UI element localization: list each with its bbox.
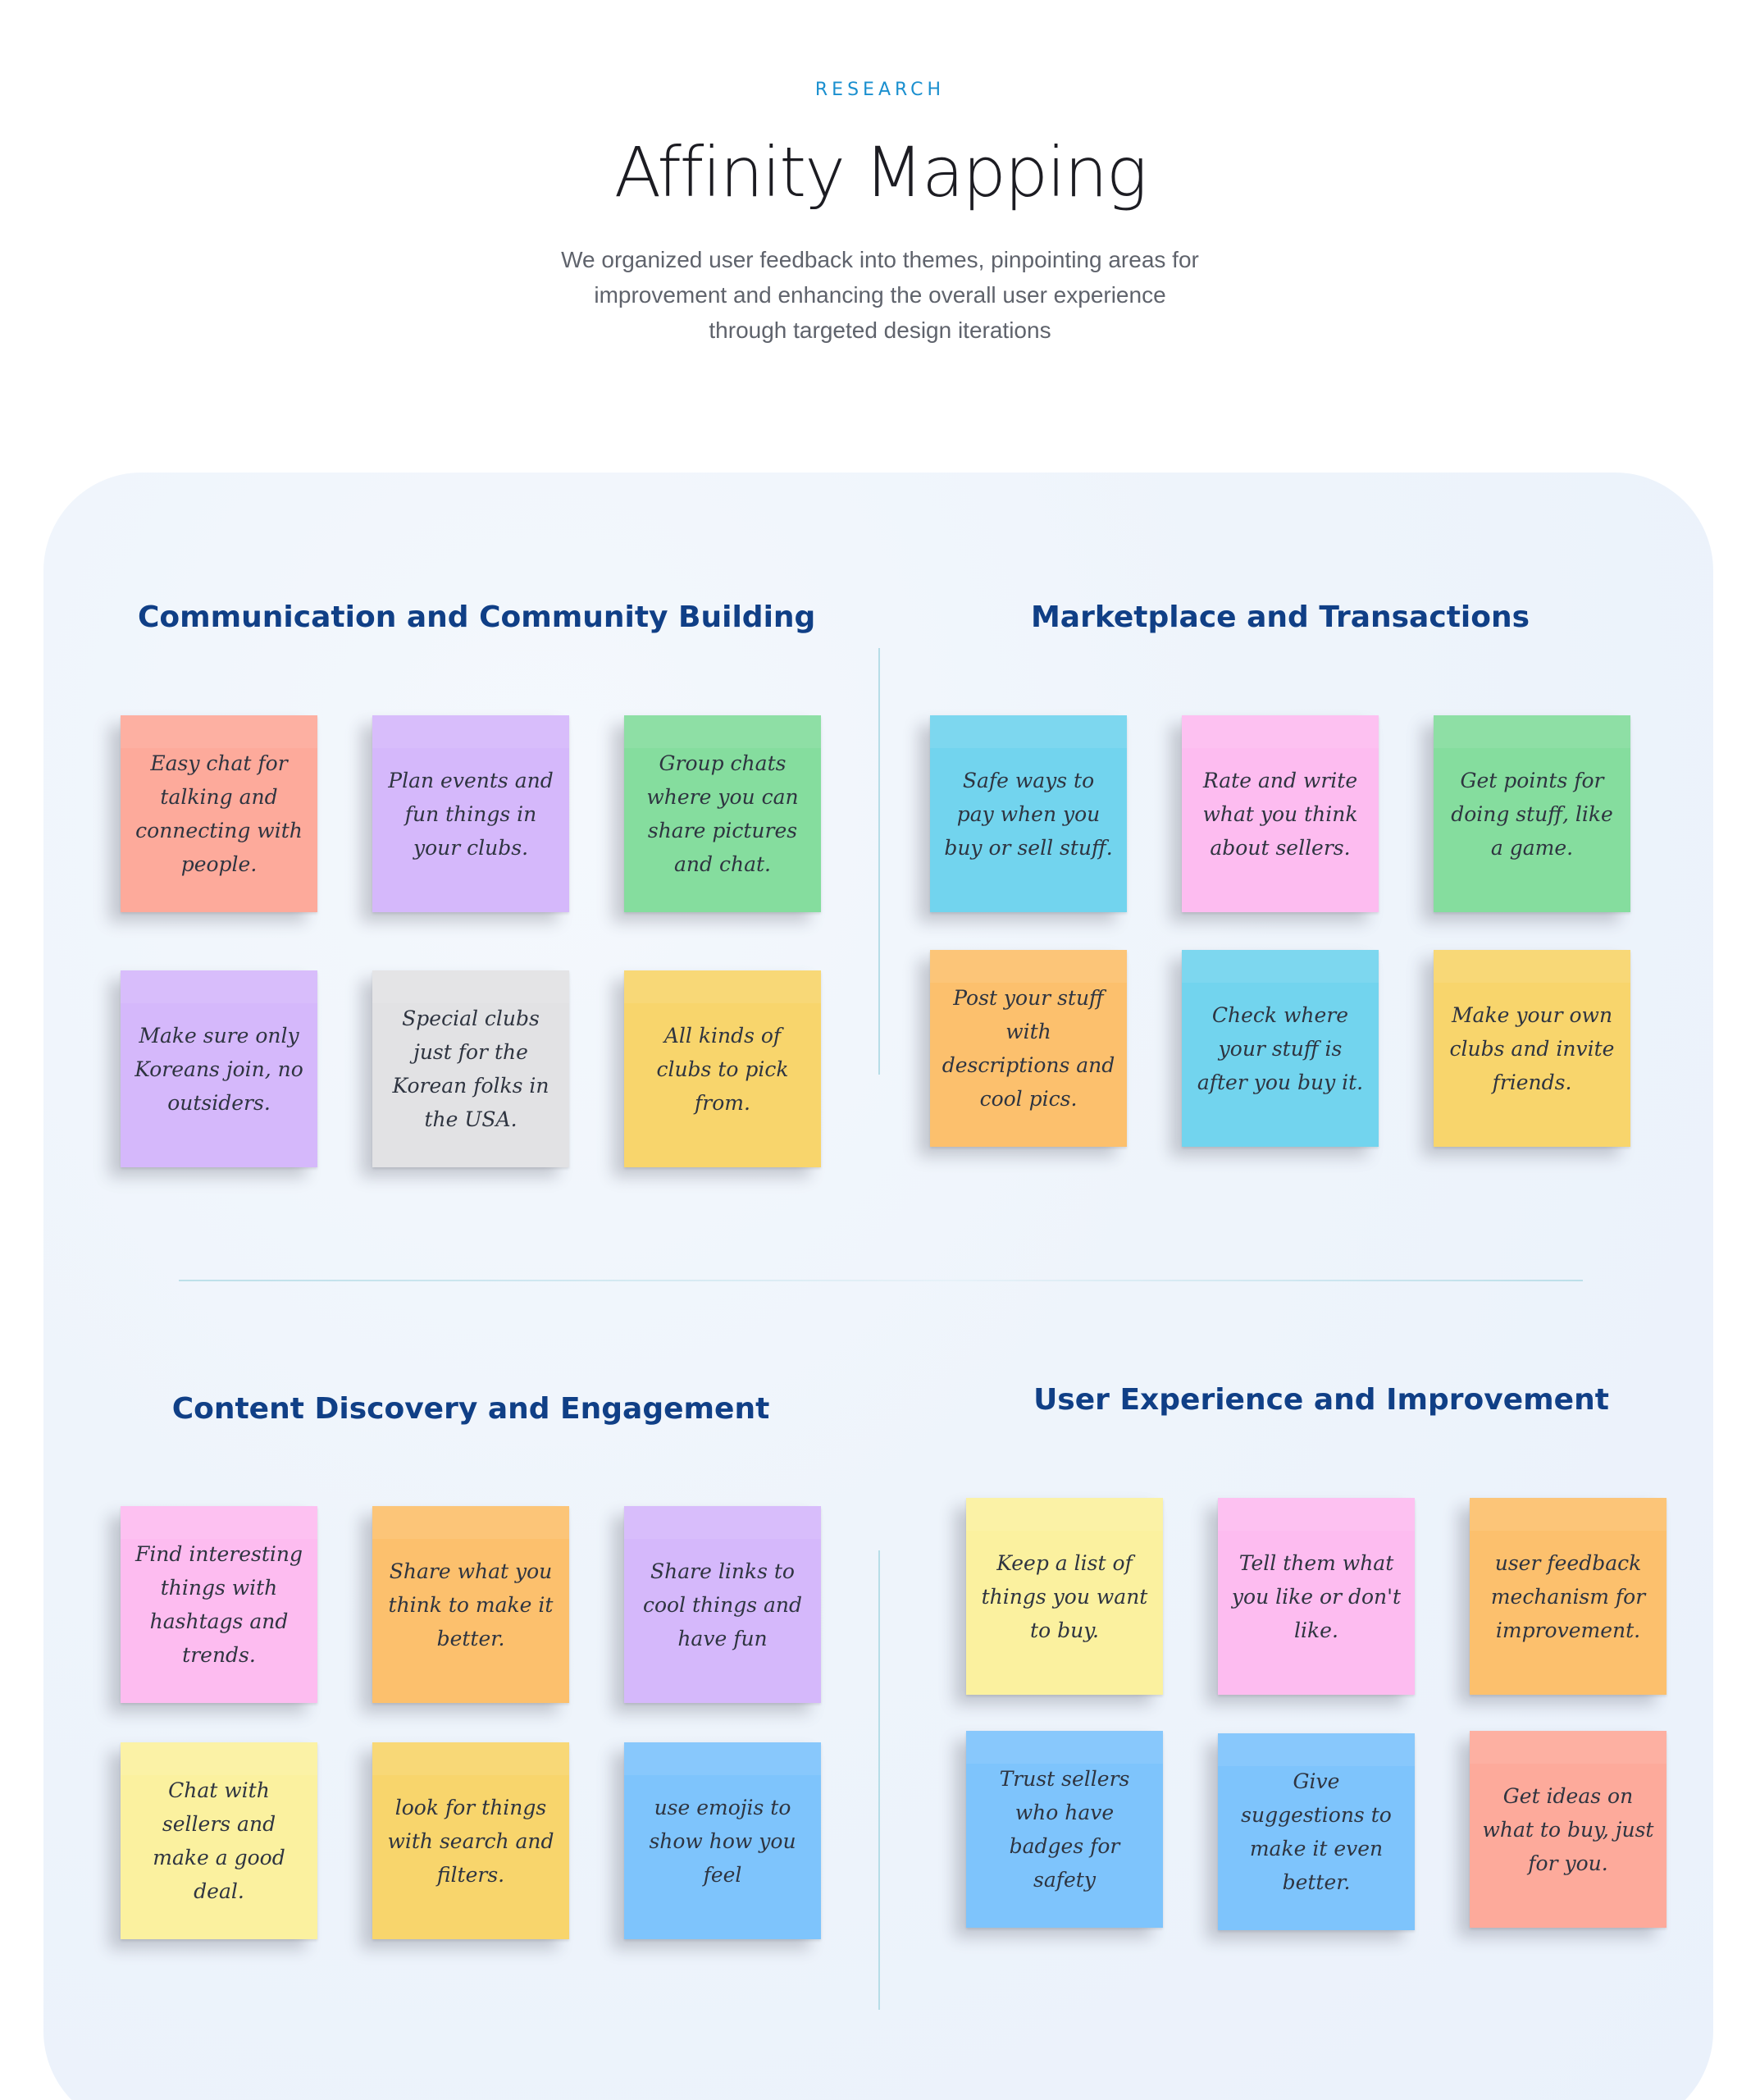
sticky-note-text: Plan events and fun things in your clubs… xyxy=(388,768,554,860)
sticky-note-text: look for things with search and filters. xyxy=(387,1795,554,1887)
sticky-note: Check where your stuff is after you buy … xyxy=(1182,950,1379,1147)
sticky-note-text: Trust sellers who have badges for safety xyxy=(999,1767,1130,1892)
sticky-note-text: Group chats where you can share pictures… xyxy=(646,751,799,876)
page-title: Affinity Mapping xyxy=(613,132,1147,212)
section-eyebrow: RESEARCH xyxy=(814,80,946,100)
sticky-note: Trust sellers who have badges for safety xyxy=(966,1731,1163,1928)
top-vertical-divider xyxy=(878,648,880,1075)
category-title-user-experience: User Experience and Improvement xyxy=(1033,1383,1609,1417)
sticky-note: Get ideas on what to buy, just for you. xyxy=(1470,1731,1667,1928)
sticky-note-text: Safe ways to pay when you buy or sell st… xyxy=(944,768,1113,860)
horizontal-divider xyxy=(179,1280,1583,1281)
sticky-note: Keep a list of things you want to buy. xyxy=(966,1498,1163,1695)
sticky-note-text: Get ideas on what to buy, just for you. xyxy=(1482,1783,1654,1875)
sticky-note-text: Share what you think to make it better. xyxy=(388,1559,554,1650)
sticky-note-text: Easy chat for talking and connecting wit… xyxy=(135,751,303,876)
bottom-vertical-divider xyxy=(878,1550,880,2010)
sticky-note: Chat with sellers and make a good deal. xyxy=(121,1742,317,1939)
category-title-content-discovery: Content Discovery and Engagement xyxy=(171,1392,770,1426)
sticky-note-text: Make your own clubs and invite friends. xyxy=(1449,1002,1615,1094)
sticky-note-text: All kinds of clubs to pick from. xyxy=(656,1023,789,1115)
category-title-communication: Communication and Community Building xyxy=(138,600,816,634)
sticky-note: Special clubs just for the Korean folks … xyxy=(372,970,569,1167)
sticky-note: Give suggestions to make it even better. xyxy=(1218,1733,1415,1930)
sticky-note-text: Keep a list of things you want to buy. xyxy=(981,1550,1148,1642)
category-title-marketplace: Marketplace and Transactions xyxy=(1030,600,1530,634)
sticky-note-text: Tell them what you like or don't like. xyxy=(1231,1550,1402,1642)
sticky-note: user feedback mechanism for improvement. xyxy=(1470,1498,1667,1695)
sticky-note: look for things with search and filters. xyxy=(372,1742,569,1939)
sticky-note-text: Rate and write what you think about sell… xyxy=(1202,768,1358,860)
sticky-note-text: Check where your stuff is after you buy … xyxy=(1197,1002,1364,1094)
sticky-note: All kinds of clubs to pick from. xyxy=(624,970,821,1167)
sticky-note: Make your own clubs and invite friends. xyxy=(1434,950,1630,1147)
page-subtitle: We organized user feedback into themes, … xyxy=(561,247,1199,343)
sticky-note-text: Special clubs just for the Korean folks … xyxy=(392,1007,549,1131)
sticky-note: Tell them what you like or don't like. xyxy=(1218,1498,1415,1695)
sticky-note: use emojis to show how you feel xyxy=(624,1742,821,1939)
sticky-note: Share links to cool things and have fun xyxy=(624,1506,821,1703)
sticky-note: Group chats where you can share pictures… xyxy=(624,715,821,912)
sticky-note-text: use emojis to show how you feel xyxy=(649,1795,796,1887)
sticky-note-text: Give suggestions to make it even better. xyxy=(1241,1769,1392,1894)
sticky-note-text: Share links to cool things and have fun xyxy=(642,1559,803,1650)
sticky-note: Plan events and fun things in your clubs… xyxy=(372,715,569,912)
sticky-note: Share what you think to make it better. xyxy=(372,1506,569,1703)
sticky-note: Make sure only Koreans join, no outsider… xyxy=(121,970,317,1167)
sticky-note: Find interesting things with hashtags an… xyxy=(121,1506,317,1703)
sticky-note: Safe ways to pay when you buy or sell st… xyxy=(930,715,1127,912)
sticky-note-text: user feedback mechanism for improvement. xyxy=(1490,1550,1646,1642)
sticky-note: Easy chat for talking and connecting wit… xyxy=(121,715,317,912)
sticky-note: Rate and write what you think about sell… xyxy=(1182,715,1379,912)
sticky-note-text: Make sure only Koreans join, no outsider… xyxy=(135,1023,303,1115)
sticky-note-text: Get points for doing stuff, like a game. xyxy=(1451,768,1613,860)
sticky-note: Post your stuff with descriptions and co… xyxy=(930,950,1127,1147)
sticky-note: Get points for doing stuff, like a game. xyxy=(1434,715,1630,912)
sticky-note-text: Find interesting things with hashtags an… xyxy=(135,1542,303,1667)
sticky-note-text: Chat with sellers and make a good deal. xyxy=(153,1778,285,1903)
sticky-note-text: Post your stuff with descriptions and co… xyxy=(942,986,1115,1111)
